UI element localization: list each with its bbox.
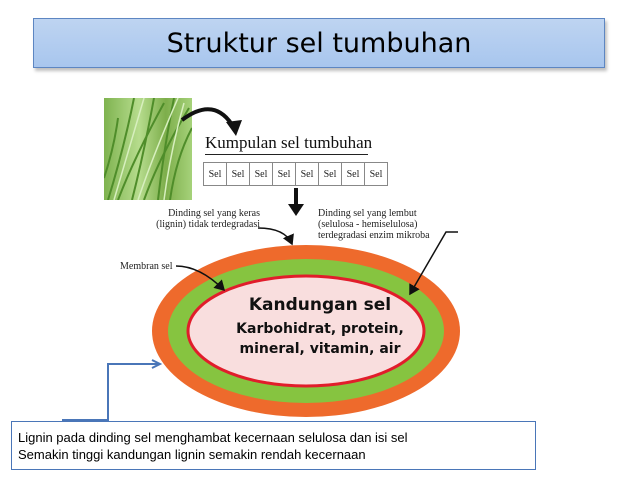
- content-title: Kandungan sel: [248, 295, 392, 315]
- soft-wall-pointer: [409, 231, 458, 296]
- label-hard-wall: Dinding sel yang keras (lignin) tidak te…: [156, 208, 260, 230]
- label-membrane: Membran sel: [120, 261, 173, 272]
- cluster-title: Kumpulan sel tumbuhan: [205, 133, 373, 152]
- cell-box: Sel: [272, 162, 296, 186]
- caption-connector-head: [151, 359, 163, 369]
- page-title: Struktur sel tumbuhan: [166, 27, 472, 59]
- content-line-1: Karbohidrat, protein,: [236, 321, 404, 337]
- cell-box: Sel: [203, 162, 227, 186]
- title-banner: Struktur sel tumbuhan: [33, 18, 605, 68]
- cell-box: Sel: [295, 162, 319, 186]
- hard-wall-pointer: [257, 227, 294, 246]
- cell-box: Sel: [318, 162, 342, 186]
- grass-arrow-head: [226, 120, 242, 136]
- cluster-title-underline: [205, 154, 368, 155]
- grass-blades: [104, 98, 192, 200]
- cell-membrane: [186, 274, 426, 388]
- cell-box: Sel: [249, 162, 273, 186]
- caption-box: Lignin pada dinding sel menghambat kecer…: [11, 421, 536, 470]
- caption-line-1: Lignin pada dinding sel menghambat kecer…: [18, 430, 408, 445]
- cell-box: Sel: [364, 162, 388, 186]
- grass-image: [104, 98, 192, 200]
- grass-to-cluster-arrow: [180, 107, 236, 130]
- content-line-2: mineral, vitamin, air: [239, 341, 401, 357]
- caption-line-2: Semakin tinggi kandungan lignin semakin …: [18, 447, 366, 462]
- label-soft-wall: Dinding sel yang lembut (selulosa - hemi…: [318, 208, 430, 241]
- caption-connector: [62, 363, 158, 421]
- cell-row: Sel Sel Sel Sel Sel Sel Sel Sel: [203, 162, 388, 186]
- down-arrow-head: [288, 204, 304, 216]
- membrane-pointer: [175, 265, 226, 292]
